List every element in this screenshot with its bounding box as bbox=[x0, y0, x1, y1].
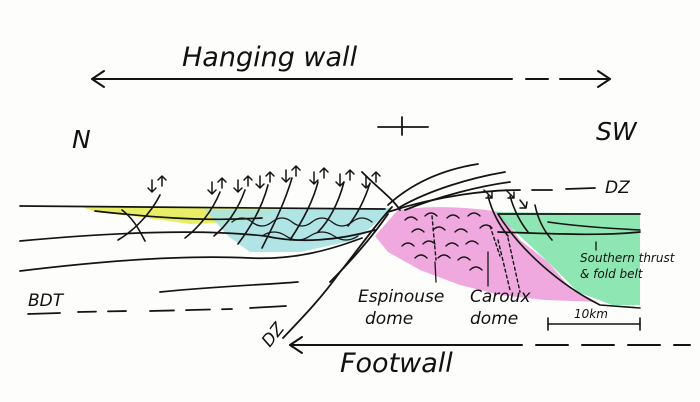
normal-faults bbox=[117, 177, 553, 249]
label-leaders bbox=[434, 241, 597, 287]
footwall-arrow bbox=[289, 336, 691, 354]
thrust-belt-label-line1: Southern thrust bbox=[580, 251, 676, 265]
footwall-label: Footwall bbox=[340, 348, 453, 379]
bdt-label: BDT bbox=[28, 291, 65, 311]
southwest-label: SW bbox=[596, 117, 638, 146]
scale-bar bbox=[547, 317, 641, 331]
thrust-belt-lines bbox=[497, 213, 641, 309]
thrust-belt-label-line2: & fold belt bbox=[580, 267, 644, 281]
magenta-dome-fill bbox=[375, 207, 598, 302]
location-marker bbox=[377, 116, 429, 136]
hanging-wall-label: Hanging wall bbox=[182, 42, 358, 73]
fault-slip-markers bbox=[147, 165, 528, 209]
green-belt-fill bbox=[495, 212, 640, 305]
caroux-label-line1: Caroux bbox=[470, 287, 531, 307]
dome-fabric bbox=[401, 212, 521, 293]
dz-top-label: DZ bbox=[605, 178, 630, 198]
espinouse-label-line1: Espinouse bbox=[358, 287, 444, 307]
caroux-label-line2: dome bbox=[470, 309, 518, 329]
detachment-zone-top bbox=[387, 187, 596, 213]
cyan-folds bbox=[231, 217, 373, 241]
bdt-line bbox=[27, 305, 287, 315]
stratigraphic-lines bbox=[19, 205, 641, 293]
hanging-wall-arrow bbox=[91, 70, 611, 88]
scale-label: 10km bbox=[574, 307, 608, 321]
dz-bottom-label: DZ bbox=[258, 319, 289, 351]
north-label: N bbox=[72, 125, 91, 154]
espinouse-label-line2: dome bbox=[365, 309, 413, 329]
